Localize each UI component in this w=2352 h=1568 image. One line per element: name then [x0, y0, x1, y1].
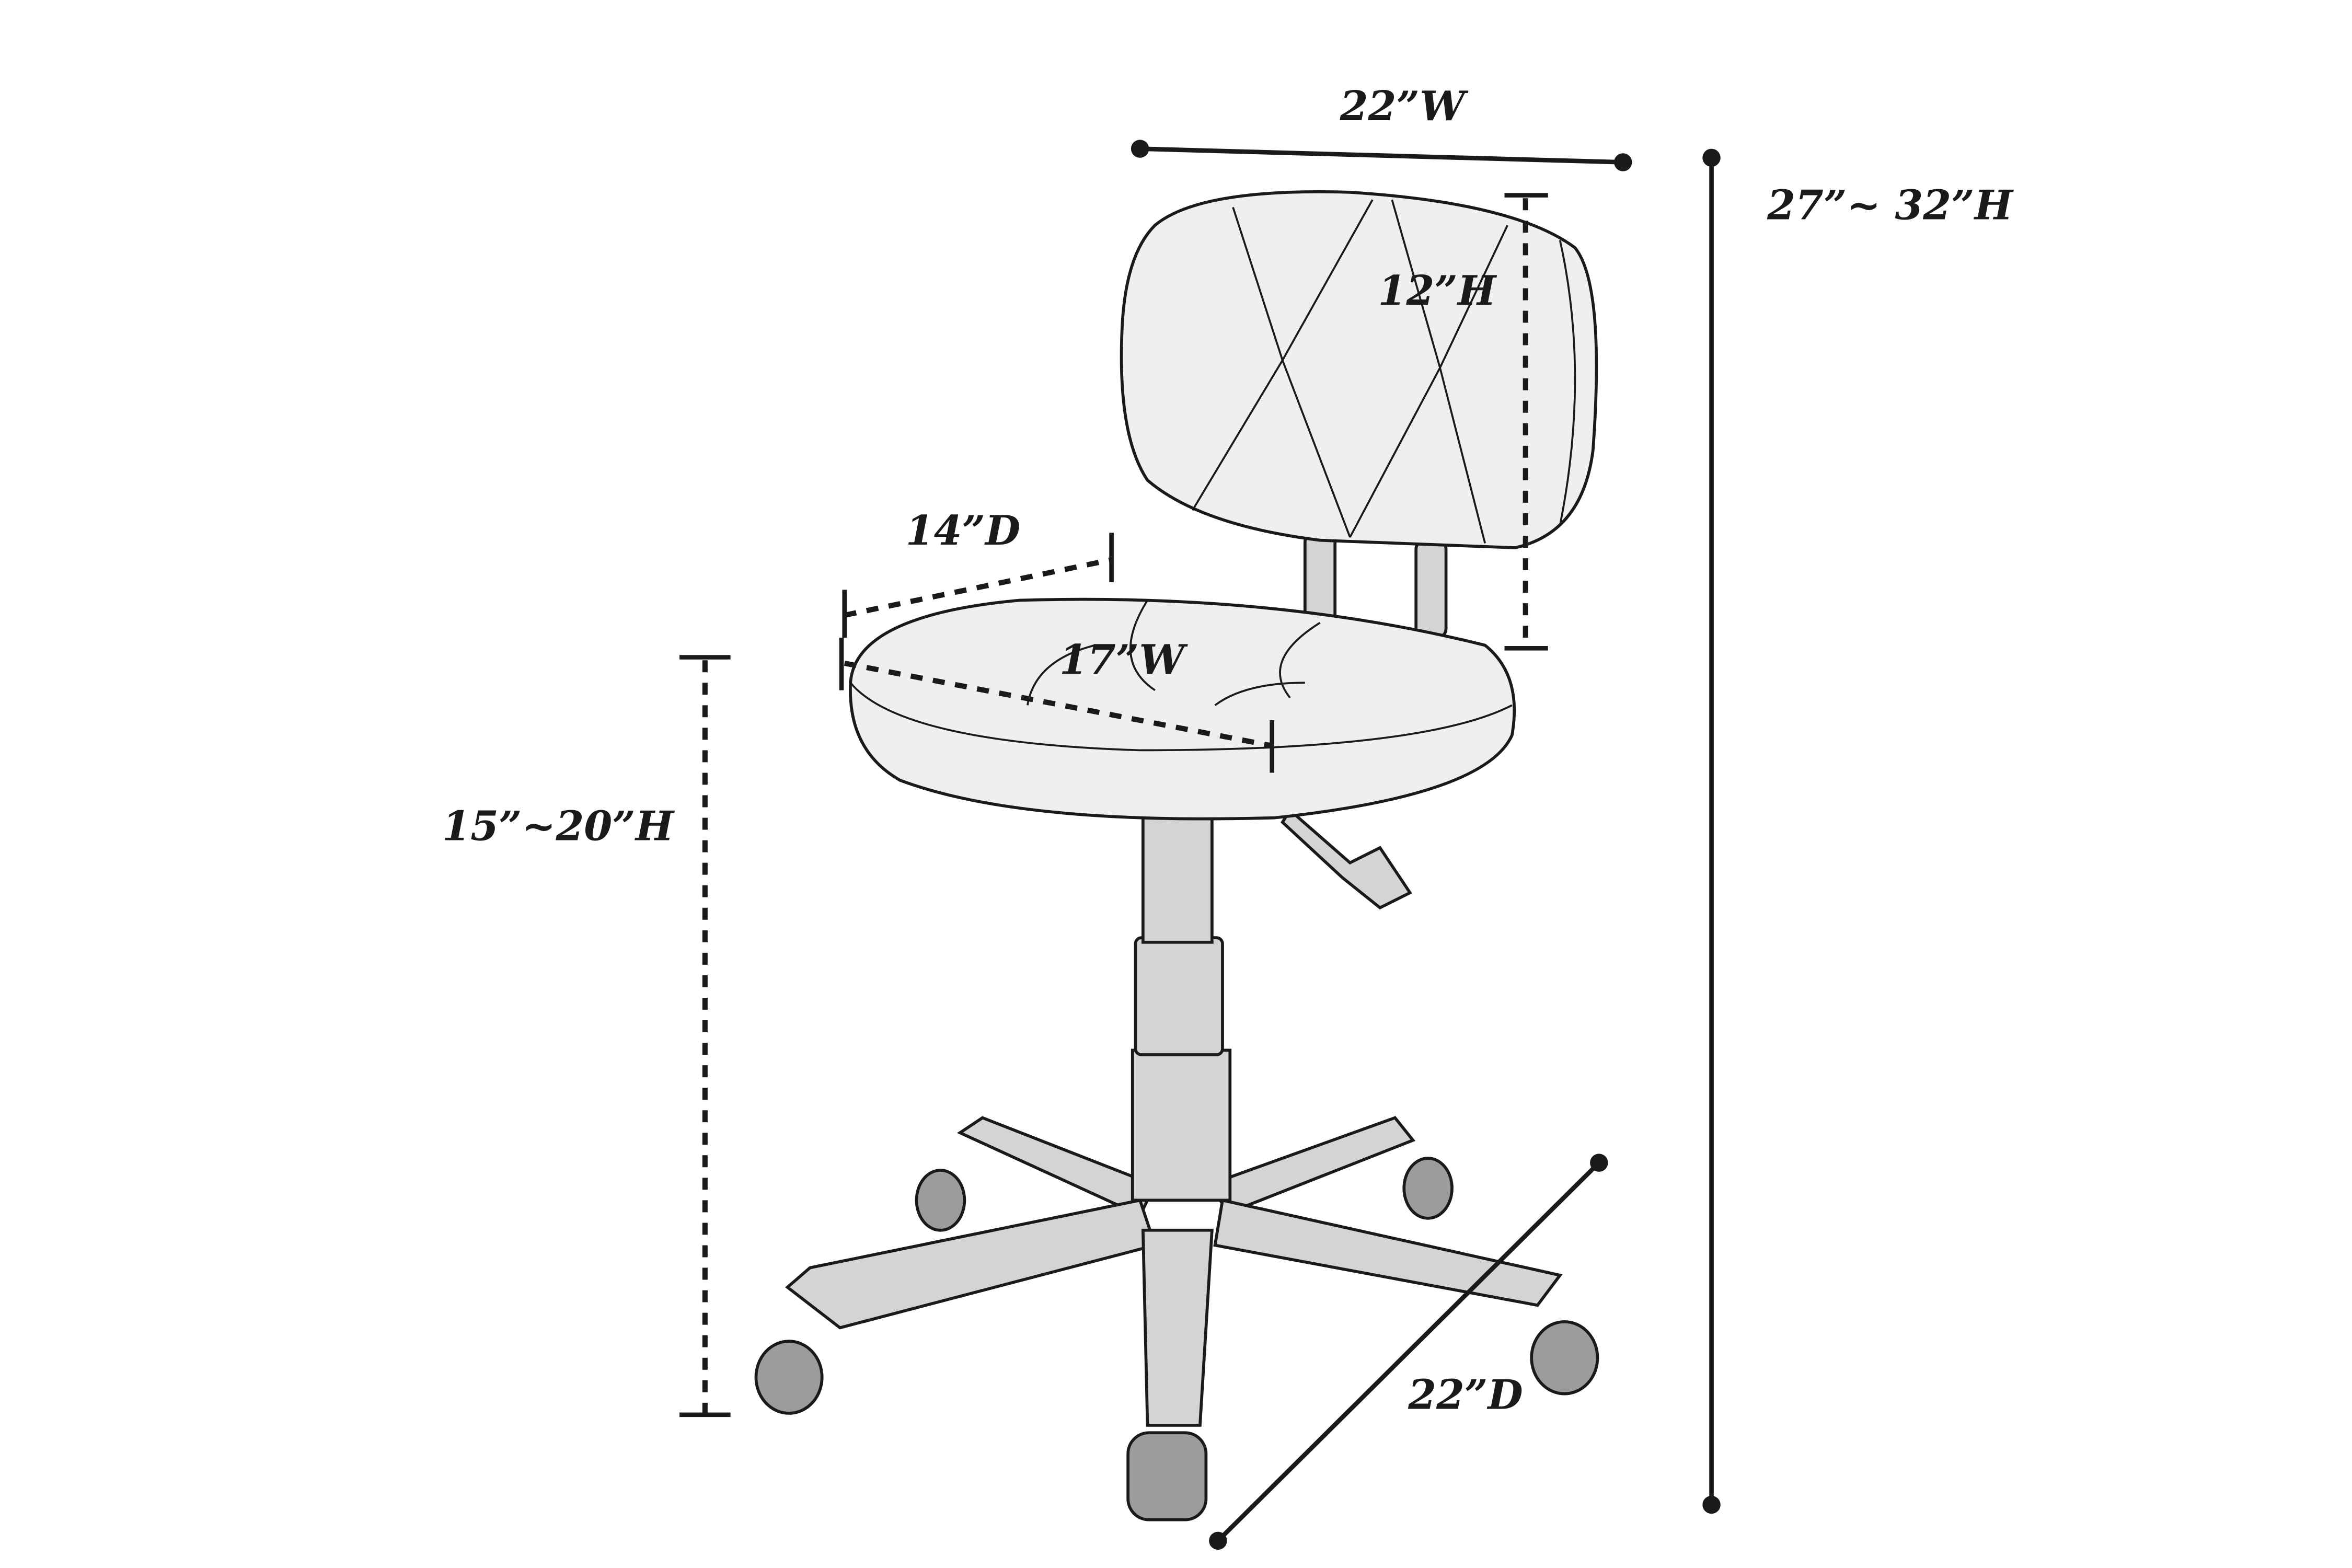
back-post	[1414, 538, 1448, 640]
gas-column	[1131, 808, 1412, 1202]
caster-wheel	[1530, 1320, 1599, 1396]
dim-overall-width: 22”W	[1131, 83, 1632, 171]
caster-wheel	[915, 1169, 966, 1232]
dim-seat-depth: 14”D	[842, 507, 1114, 638]
dim-seat-width: 17”W	[839, 636, 1274, 773]
overall-height-label: 27”~ 32”H	[1767, 181, 2014, 229]
back-height-label: 12”H	[1378, 267, 1497, 315]
dim-back-height: 12”H	[1378, 193, 1548, 651]
dim-base-depth: 22”D	[1209, 1154, 1608, 1550]
backrest	[1120, 190, 1598, 549]
caster-wheel	[754, 1340, 824, 1415]
dim-overall-height: 27”~ 32”H	[1702, 148, 2014, 1514]
caster-wheel	[1126, 1431, 1208, 1521]
seat-height-label: 15”~20”H	[442, 803, 675, 850]
dim-seat-height: 15”~20”H	[442, 655, 731, 1417]
seat	[849, 597, 1516, 821]
seat-width-label: 17”W	[1059, 636, 1188, 684]
base-depth-label: 22”D	[1408, 1371, 1523, 1419]
overall-width-label: 22”W	[1340, 83, 1469, 130]
chair-base	[785, 1116, 1563, 1427]
caster-wheel	[1402, 1157, 1454, 1220]
casters	[754, 1157, 1599, 1521]
seat-depth-label: 14”D	[906, 507, 1021, 555]
